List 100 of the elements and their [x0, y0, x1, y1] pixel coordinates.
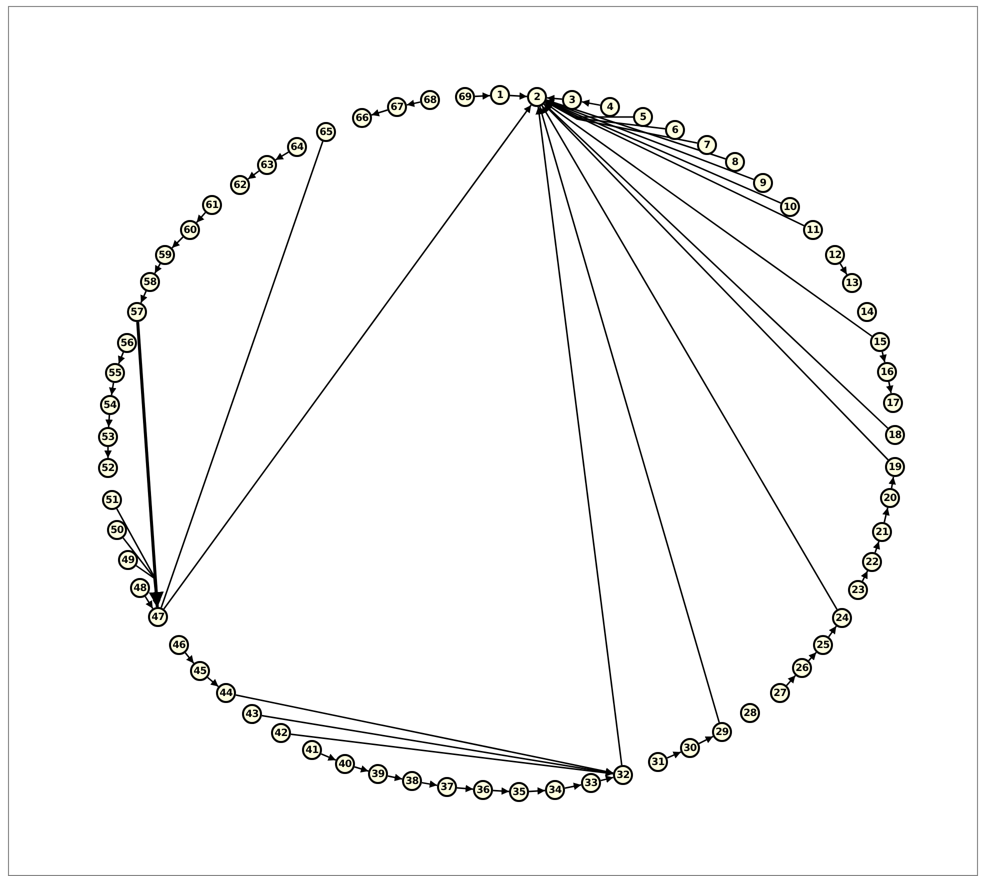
node-circle	[140, 272, 160, 292]
arrow	[154, 263, 162, 274]
node-circle	[105, 363, 125, 383]
node-circle	[169, 635, 189, 655]
arrow	[236, 694, 614, 776]
node-circle	[202, 195, 222, 215]
arrow	[290, 733, 614, 777]
node-number: 42	[274, 728, 288, 738]
arrow	[118, 352, 125, 364]
node-circle	[857, 302, 877, 322]
arrow	[248, 170, 260, 180]
node-circle	[862, 552, 882, 572]
node-number: 33	[584, 778, 598, 788]
arrow	[546, 94, 562, 102]
node-circle	[562, 90, 582, 110]
node-circle	[633, 107, 653, 127]
node-circle	[527, 87, 547, 107]
node-circle	[102, 490, 122, 510]
arrow	[545, 101, 698, 144]
node-number: 21	[876, 526, 888, 538]
node-circle	[792, 658, 812, 678]
node-circle	[180, 220, 200, 240]
arrow	[184, 652, 194, 664]
node-circle	[780, 197, 800, 217]
node-circle	[230, 175, 250, 195]
node-circle	[813, 635, 833, 655]
node-number: 35	[512, 786, 526, 798]
node-circle	[880, 488, 900, 508]
node-circle	[473, 780, 493, 800]
node-number: 45	[194, 666, 206, 676]
node-number: 49	[122, 554, 134, 566]
arrow	[371, 109, 388, 116]
arrow	[888, 476, 896, 488]
node-circle	[352, 108, 372, 128]
node-circle	[402, 771, 422, 791]
node-circle	[883, 393, 903, 413]
node-number: 50	[110, 524, 124, 536]
node-circle	[287, 137, 307, 157]
arrow	[600, 776, 614, 783]
node-number: 5	[640, 112, 646, 122]
node-circle	[148, 607, 168, 627]
arrow	[666, 751, 682, 759]
arrow	[163, 104, 532, 610]
node-number: 14	[860, 306, 874, 318]
node-circle	[368, 764, 388, 784]
arrow	[872, 541, 880, 553]
node-number: 48	[134, 582, 146, 594]
node-number: 44	[220, 688, 232, 698]
arrow	[136, 322, 164, 608]
node-number: 19	[888, 462, 902, 472]
node-circle	[107, 520, 127, 540]
node-circle	[387, 97, 407, 117]
node-number: 30	[684, 742, 696, 754]
node-number: 36	[476, 784, 490, 796]
node-number: 65	[320, 126, 332, 138]
arrow	[528, 787, 546, 795]
node-circle	[271, 723, 291, 743]
arrow	[406, 100, 420, 108]
node-number: 37	[440, 782, 454, 792]
node-number: 23	[852, 584, 864, 596]
node-number: 40	[338, 758, 352, 770]
arrow	[808, 652, 817, 662]
node-number: 10	[784, 202, 796, 212]
node-number: 62	[234, 180, 246, 190]
node-number: 64	[290, 142, 304, 152]
node-number: 29	[716, 726, 728, 738]
node-number: 13	[846, 278, 858, 288]
node-circle	[680, 738, 700, 758]
arrow	[510, 92, 528, 100]
node-number: 58	[144, 276, 156, 288]
node-circle	[885, 425, 905, 445]
node-circle	[753, 173, 773, 193]
node-circle	[98, 427, 118, 447]
node-circle	[127, 302, 147, 322]
arrow	[564, 782, 582, 790]
node-number: 22	[866, 556, 878, 568]
node-circle	[725, 152, 745, 172]
arrow	[354, 765, 369, 773]
arrow	[886, 382, 894, 394]
arrow	[840, 263, 848, 275]
node-circle	[877, 362, 897, 382]
node-number: 15	[874, 336, 886, 348]
arrow	[786, 675, 796, 686]
node-circle	[437, 777, 457, 797]
node-circle	[740, 703, 760, 723]
node-circle	[848, 580, 868, 600]
arrow	[828, 626, 837, 638]
arrow	[860, 570, 868, 582]
arrow	[262, 714, 614, 776]
arrow	[879, 352, 887, 362]
node-number: 1	[496, 90, 504, 100]
node-number: 27	[774, 688, 786, 698]
node-number: 38	[406, 776, 418, 786]
node-circle	[803, 220, 823, 240]
arrow	[546, 98, 726, 160]
node-circle	[509, 782, 529, 802]
node-circle	[600, 97, 620, 117]
node-circle	[665, 120, 685, 140]
node-circle	[100, 395, 120, 415]
node-circle	[190, 661, 210, 681]
